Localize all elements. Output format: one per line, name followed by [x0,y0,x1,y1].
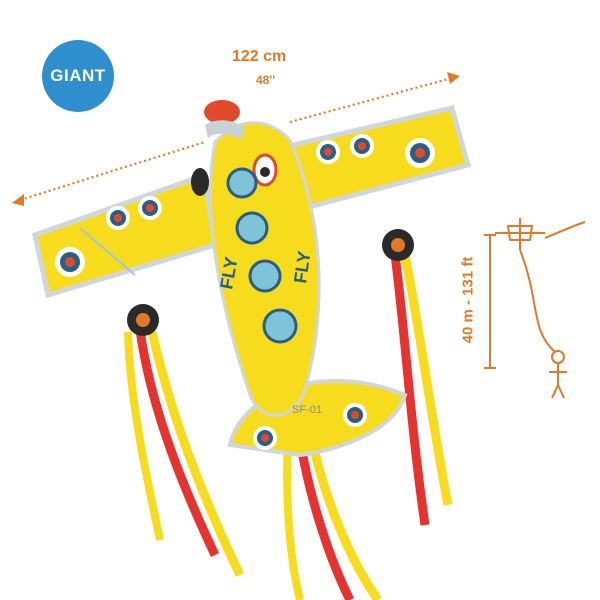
roundel-icon [343,403,367,427]
portholes [226,167,298,344]
roundel-icon [405,138,435,168]
giant-badge-label: GIANT [50,66,106,85]
roundel-icon [55,247,85,277]
plane-right-text: FLY [290,250,314,285]
wingspan-imperial: 48'' [256,73,276,87]
wingspan-arrow [19,76,453,202]
wheel-icon [382,229,414,261]
plane-tail-code: SF-01 [292,404,322,416]
roundel-icon [253,426,277,450]
giant-badge: GIANT [42,40,114,112]
roundel-icon [316,140,340,164]
wheel-icon [127,304,159,336]
eyes-icon [191,153,278,196]
wingspan-metric: 122 cm [232,48,287,65]
roundel-icon [138,196,162,220]
wheel-icons [127,229,414,336]
roundel-icon [106,206,130,230]
arrow-heads [12,72,460,206]
roundel-icon [350,134,374,158]
ribbons [124,254,453,600]
roundel-icons [55,134,435,450]
nose-cap-icon [204,100,240,124]
height-diagram [484,218,586,399]
